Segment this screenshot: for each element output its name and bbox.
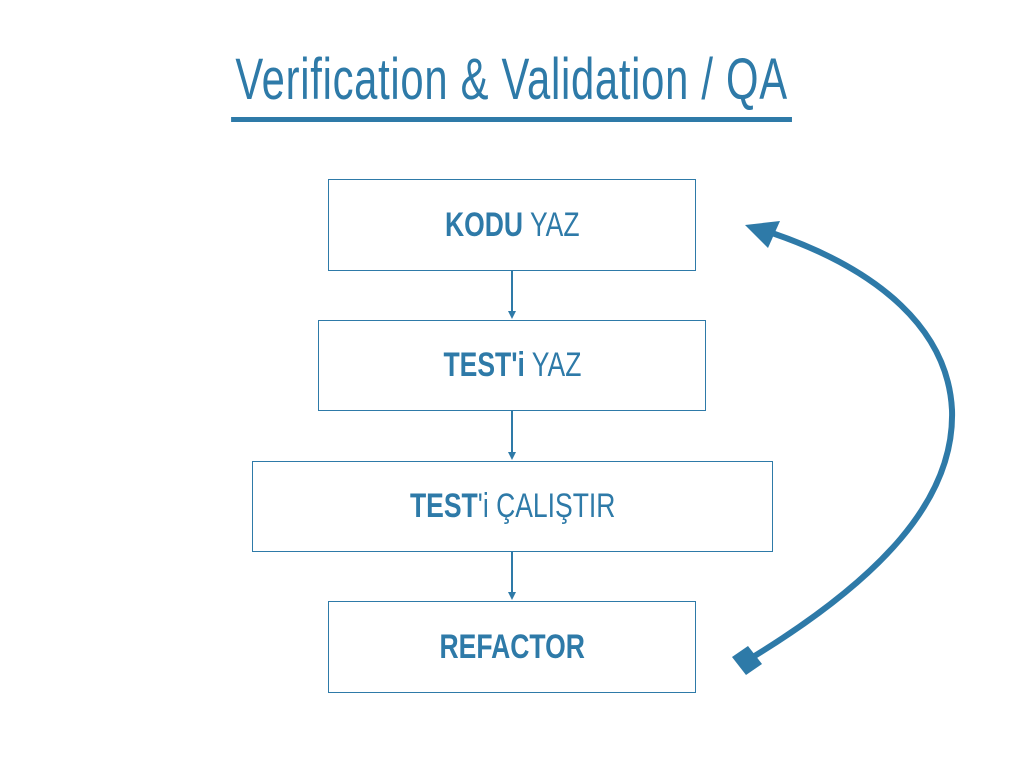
slide-title-text: Verification & Validation / QA: [231, 43, 793, 122]
step-box-write-test: TEST'i YAZ: [318, 320, 706, 411]
step-label-bold: TEST: [409, 487, 478, 525]
step-box-refactor: REFACTOR: [328, 601, 696, 693]
step-label: TEST'i ÇALIŞTIR: [410, 487, 615, 526]
step-label-rest: 'i ÇALIŞTIR: [477, 487, 616, 525]
step-label-bold: TEST'i: [443, 346, 525, 384]
step-box-write-code: KODU YAZ: [328, 179, 696, 271]
step-box-run-test: TEST'i ÇALIŞTIR: [252, 461, 773, 552]
step-label-bold: REFACTOR: [439, 627, 585, 666]
loop-tail-square-icon: [732, 646, 762, 675]
slide-title: Verification & Validation / QA: [0, 40, 1024, 122]
step-label-bold: KODU: [444, 205, 523, 244]
step-label-rest: YAZ: [522, 205, 580, 244]
loop-arrowhead-icon: [745, 221, 780, 248]
step-label: TEST'i YAZ: [443, 346, 581, 385]
step-label: KODU YAZ: [445, 206, 580, 245]
step-label: REFACTOR: [439, 628, 584, 667]
loop-back-arrow: [745, 230, 956, 663]
step-label-rest: YAZ: [524, 346, 581, 384]
